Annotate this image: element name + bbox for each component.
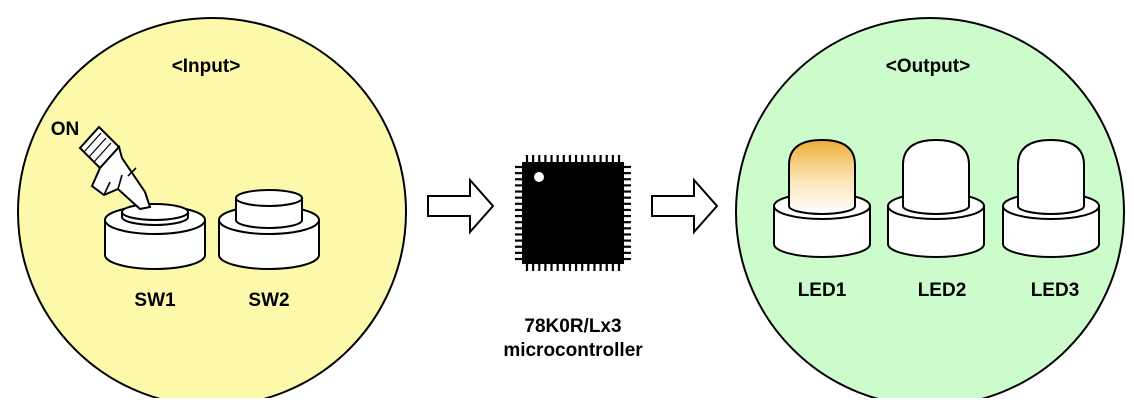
led2-label: LED2 (918, 280, 967, 301)
hand-icon (78, 125, 152, 211)
input-circle (17, 17, 407, 403)
led-3 (1002, 138, 1100, 258)
sw1-label: SW1 (134, 290, 176, 311)
input-panel: <Input> ON SW1 SW2 (17, 17, 407, 403)
input-title: <Input> (172, 56, 241, 77)
sw2-label: SW2 (248, 290, 289, 311)
arrow-right-icon (427, 177, 495, 235)
on-label: ON (51, 119, 80, 140)
mcu-name: 78K0R/Lx3 (524, 316, 621, 337)
led-1 (773, 138, 871, 258)
chip-icon (515, 155, 631, 271)
mcu-subtitle: microcontroller (503, 340, 643, 361)
switch-sw2[interactable] (218, 189, 320, 270)
arrow-right-icon (651, 177, 719, 235)
output-title: <Output> (886, 56, 970, 77)
switch-sw1[interactable] (104, 203, 206, 270)
led3-label: LED3 (1031, 280, 1080, 301)
output-panel: <Output> LED1 LED2 LED3 (735, 17, 1125, 403)
led-2 (887, 138, 985, 258)
led1-label: LED1 (798, 280, 847, 301)
